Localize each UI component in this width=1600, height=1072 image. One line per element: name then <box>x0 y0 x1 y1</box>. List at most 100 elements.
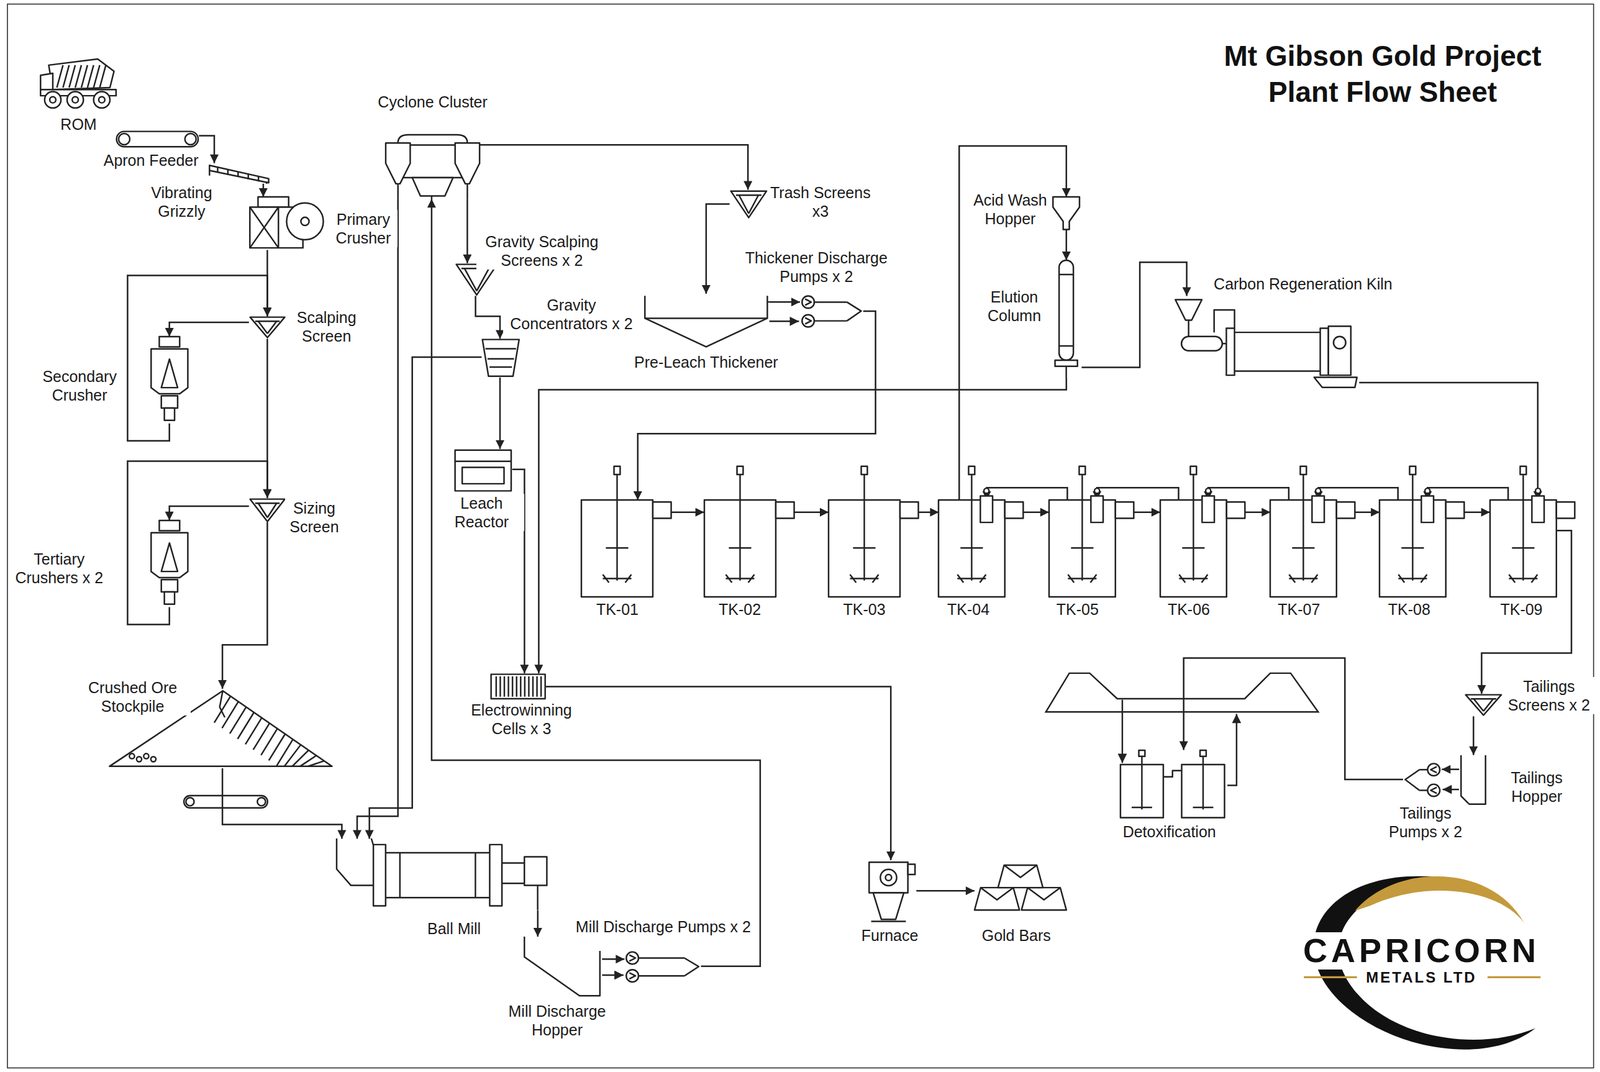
icon-shape <box>1226 501 1246 519</box>
flow-line <box>601 958 625 961</box>
icon-stroke <box>396 183 399 200</box>
icon-stroke <box>307 760 324 767</box>
icon-shape <box>159 520 180 531</box>
icon-shape <box>908 863 915 874</box>
icon-stroke <box>1511 547 1535 549</box>
icon-stroke <box>971 473 973 581</box>
icon-stroke <box>1070 547 1094 549</box>
equipment-node: Tailings Hopper <box>1459 755 1488 807</box>
icon-stroke <box>871 920 907 922</box>
icon-outline <box>804 318 812 325</box>
logo-rule <box>1303 976 1357 979</box>
icon-outline <box>980 887 1014 900</box>
icon-group <box>490 674 545 699</box>
icon-circle <box>129 753 135 759</box>
equipment-node: TK-02 <box>704 500 776 597</box>
flow-line <box>127 461 268 625</box>
flow-line <box>169 506 250 521</box>
icon-stroke <box>258 321 268 334</box>
icon-shape <box>161 579 178 592</box>
icon-group <box>209 165 269 184</box>
flow-line <box>479 144 748 190</box>
icon-shape <box>1328 326 1351 376</box>
icon-outline <box>219 690 225 718</box>
flow-line <box>1318 487 1399 500</box>
equipment-label: TK-01 <box>594 600 641 619</box>
equipment-icon <box>1050 196 1082 230</box>
icon-stroke <box>276 739 293 766</box>
mirrored-pumps <box>1404 763 1440 797</box>
equipment-icon <box>1160 500 1227 597</box>
icon-circle <box>801 296 815 309</box>
equipment-node: TK-05 <box>1049 500 1116 597</box>
icon-group <box>249 317 285 338</box>
icon-circle <box>136 756 141 762</box>
icon-circle <box>118 133 130 145</box>
icon-outline <box>150 349 188 394</box>
icon-circle <box>1427 784 1440 797</box>
flow-line <box>466 198 469 264</box>
icon-outline <box>1067 574 1097 583</box>
icon-circle <box>301 217 310 226</box>
equipment-node: Gravity Concentrators x 2 <box>481 338 520 378</box>
frame <box>7 4 1594 1069</box>
icon-shape <box>159 336 180 347</box>
icon-stroke <box>738 195 749 214</box>
icon-group <box>1175 300 1358 388</box>
icon-stroke <box>249 206 279 248</box>
icon-stroke <box>539 676 541 697</box>
equipment-node: TK-03 <box>828 500 900 597</box>
icon-group <box>938 466 1023 597</box>
equipment-label: Trash Screens x3 <box>767 183 874 221</box>
equipment-label: TK-02 <box>716 600 763 619</box>
icon-group <box>1120 750 1225 818</box>
icon-stroke <box>519 676 522 697</box>
icon-stroke <box>536 676 538 697</box>
icon-stroke <box>1303 473 1305 581</box>
equipment-label: TK-05 <box>1054 600 1101 619</box>
equipment-label: Furnace <box>859 926 921 945</box>
equipment-icon <box>1459 755 1488 807</box>
icon-circle <box>626 951 640 964</box>
icon-shape <box>1230 332 1325 372</box>
flow-line <box>475 295 500 339</box>
icon-group <box>828 466 919 597</box>
icon-shape <box>869 862 909 893</box>
icon-outline <box>974 887 1020 910</box>
equipment-label: Sizing Screen <box>285 498 345 537</box>
equipment-node: Apron Feeder <box>115 130 200 148</box>
icon-stroke <box>606 547 629 549</box>
icon-group <box>1404 763 1440 797</box>
icon-group <box>1490 466 1575 597</box>
icon-circle <box>626 969 640 982</box>
icon-shape <box>1312 495 1325 523</box>
equipment-node: TK-09 <box>1490 500 1557 597</box>
equipment-label: TK-06 <box>1165 600 1212 619</box>
icon-outline <box>1175 300 1203 321</box>
equipment-icon <box>974 865 1069 912</box>
icon-shape <box>1409 466 1417 475</box>
logo-text: CAPRICORN <box>1300 932 1543 969</box>
equipment-icon <box>38 59 119 110</box>
icon-group <box>1055 260 1078 378</box>
flow-line <box>1441 768 1460 771</box>
icon-stroke <box>515 676 517 697</box>
icon-stroke <box>474 852 476 898</box>
equipment-label: Thickener Discharge Pumps x 2 <box>727 248 905 286</box>
icon-circle <box>1205 488 1211 494</box>
icon-shape <box>163 591 174 605</box>
equipment-node: Tertiary Crushers x 2 <box>149 520 191 608</box>
icon-outline <box>725 574 755 583</box>
icon-stroke <box>523 676 525 697</box>
equipment-node: TK-07 <box>1270 500 1337 597</box>
equipment-icon <box>336 838 556 910</box>
equipment-node: Scalping Screen <box>249 316 286 339</box>
icon-shape <box>968 466 976 475</box>
icon-shape <box>381 852 494 898</box>
equipment-icon <box>1270 500 1337 597</box>
icon-outline <box>1465 695 1501 716</box>
equipment-node: Cyclone Cluster <box>385 134 480 200</box>
equipment-node: Carbon Regeneration Kiln <box>1173 295 1360 390</box>
